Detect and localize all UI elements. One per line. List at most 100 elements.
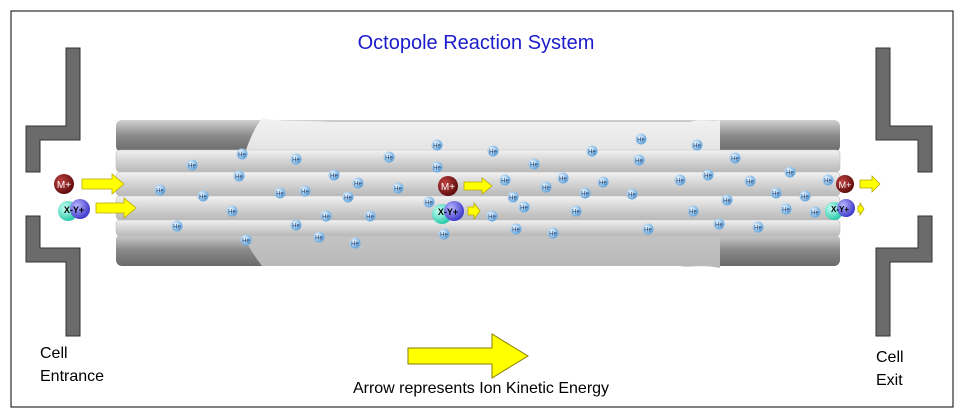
helium-atom [438, 228, 450, 240]
helium-atom-label: He [276, 192, 284, 198]
helium-atom-label: He [292, 158, 300, 164]
helium-atom-label: He [228, 210, 236, 216]
octopole-rod-inner-4 [115, 219, 841, 237]
helium-atom [784, 166, 796, 178]
helium-atom [702, 169, 714, 181]
exit-interference-ion: X-Y+ [825, 199, 855, 220]
interference-ion-label: X-Y+ [64, 205, 84, 215]
kinetic-energy-arrow-xy-entrance [95, 197, 137, 219]
helium-atom-label: He [512, 228, 520, 234]
helium-atom-label: He [549, 232, 557, 238]
helium-atom [780, 203, 792, 215]
helium-atom-label: He [520, 206, 528, 212]
interference-ion-y-sphere [444, 201, 464, 221]
helium-atom [349, 237, 361, 249]
entrance-lens-lower [25, 215, 81, 337]
helium-atom-label: He [637, 138, 645, 144]
helium-atom-label: He [489, 150, 497, 156]
helium-atom [510, 223, 522, 235]
helium-atom [674, 174, 686, 186]
helium-atom-label: He [425, 201, 433, 207]
helium-atom [633, 154, 645, 166]
helium-atom-label: He [782, 208, 790, 214]
cell-exit-label-line2: Exit [876, 372, 903, 389]
mid-interference-ion: X-Y+ [432, 201, 464, 224]
helium-atom [364, 210, 376, 222]
helium-atom [171, 220, 183, 232]
helium-atom-label: He [676, 179, 684, 185]
helium-atom-label: He [723, 199, 731, 205]
helium-atom [557, 172, 569, 184]
helium-atom-label: He [715, 223, 723, 229]
entrance-interference-ion: X-Y+ [58, 199, 90, 221]
helium-atom-label: He [786, 171, 794, 177]
helium-atom-label: He [488, 215, 496, 221]
helium-atom-label: He [173, 225, 181, 231]
diagram-title: Octopole Reaction System [358, 32, 595, 54]
helium-atom [383, 151, 395, 163]
helium-atom-label: He [581, 192, 589, 198]
helium-atom-label: He [754, 226, 762, 232]
helium-atom-label: He [188, 164, 196, 170]
helium-atom [154, 184, 166, 196]
analyte-ion-sphere [836, 175, 854, 193]
helium-atom-label: He [235, 175, 243, 181]
helium-atom-label: He [330, 174, 338, 180]
helium-atom [642, 223, 654, 235]
exit-analyte-ion: M+ [836, 175, 854, 193]
cell-entrance-label-line1: Cell [40, 345, 68, 362]
helium-atom [809, 206, 821, 218]
helium-atom [721, 194, 733, 206]
helium-atom-label: He [156, 189, 164, 195]
helium-atom [431, 139, 443, 151]
helium-atom-label: He [501, 179, 509, 185]
helium-atom-label: He [746, 180, 754, 186]
helium-atom [799, 190, 811, 202]
helium-atom-label: He [344, 196, 352, 202]
helium-atom [197, 190, 209, 202]
helium-atom [313, 231, 325, 243]
legend-caption: Arrow represents Ion Kinetic Energy [353, 380, 609, 397]
helium-atom [299, 185, 311, 197]
helium-atom [752, 221, 764, 233]
helium-atom-label: He [433, 166, 441, 172]
helium-atom-label: He [689, 210, 697, 216]
analyte-ion-label: M+ [57, 180, 71, 191]
helium-atom [342, 191, 354, 203]
helium-atom-label: He [644, 228, 652, 234]
analyte-ion-label: M+ [839, 180, 852, 190]
helium-atom-label: He [322, 215, 330, 221]
exit-lens-lower [875, 215, 933, 337]
helium-atom [635, 133, 647, 145]
helium-atom-label: He [440, 233, 448, 239]
helium-atom-label: He [242, 239, 250, 245]
helium-atom-label: He [509, 196, 517, 202]
helium-atom [274, 187, 286, 199]
helium-atom [570, 205, 582, 217]
helium-atom-label: He [599, 181, 607, 187]
helium-atom-label: He [238, 153, 246, 159]
helium-atom [240, 234, 252, 246]
exit-lens-upper [875, 47, 933, 173]
helium-atom [822, 174, 834, 186]
helium-atom-label: He [394, 187, 402, 193]
helium-atom-label: He [811, 211, 819, 217]
helium-atom-label: He [588, 150, 596, 156]
helium-atom [691, 139, 703, 151]
helium-atom-label: He [628, 193, 636, 199]
cell-entrance-label-line2: Entrance [40, 368, 104, 385]
helium-atom-label: He [530, 163, 538, 169]
interference-ion-label: X-Y+ [438, 207, 458, 217]
helium-atom [236, 148, 248, 160]
helium-atom-label: He [693, 144, 701, 150]
interference-ion-y-sphere [70, 199, 90, 219]
cell-exit-label-line1: Cell [876, 349, 904, 366]
helium-atom [320, 210, 332, 222]
analyte-ion-label: M+ [441, 182, 455, 193]
helium-atom [518, 201, 530, 213]
helium-atom [352, 177, 364, 189]
helium-atom [328, 169, 340, 181]
entrance-lens-upper [25, 47, 81, 173]
